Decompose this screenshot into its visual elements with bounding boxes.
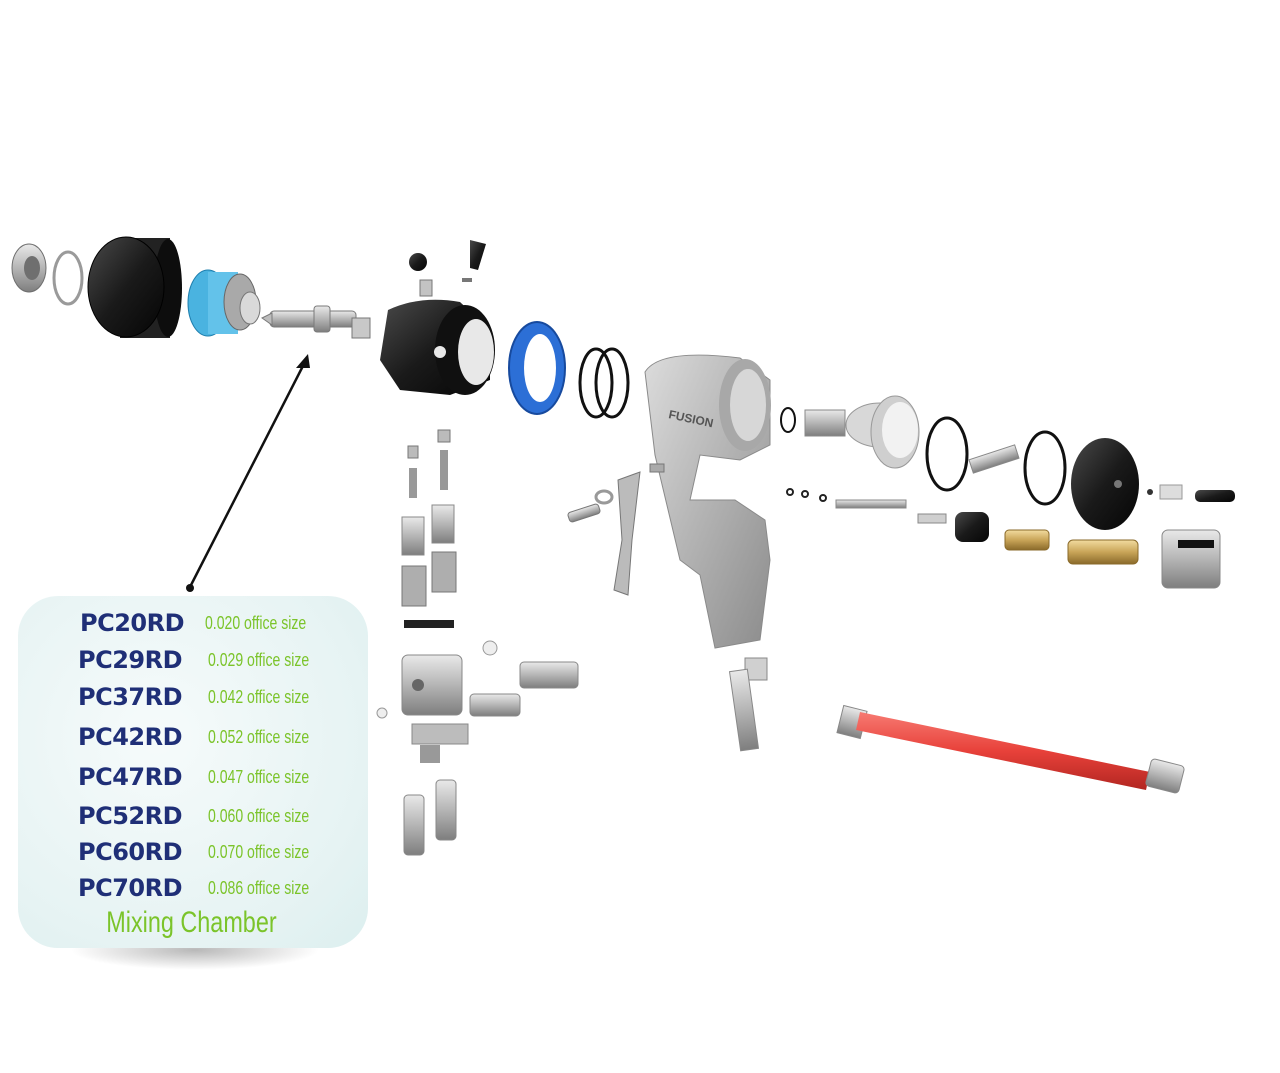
o-ring-rear-1	[925, 416, 969, 492]
legend-row-pc52rd: PC52RD 0.060 office size	[18, 799, 368, 833]
o-ring-rear-2	[1023, 430, 1067, 506]
air-cap-ring	[11, 243, 47, 293]
inlet-fittings	[403, 779, 457, 856]
front-retaining-nut	[87, 236, 182, 338]
check-valve-top	[409, 240, 486, 297]
pointer-line	[188, 359, 308, 588]
trigger-pin	[567, 463, 665, 523]
handle-screw	[728, 657, 768, 752]
legend-row-pc37rd: PC37RD 0.042 office size	[18, 680, 368, 714]
small-o-rings	[786, 488, 827, 502]
legend-model: PC52RD	[78, 802, 183, 830]
o-ring-rear-small	[780, 407, 796, 433]
legend-model: PC60RD	[78, 838, 183, 866]
mixing-chamber-housing	[187, 269, 261, 337]
gun-body: FUSION	[644, 354, 771, 649]
legend-row-pc70rd: PC70RD 0.086 office size	[18, 871, 368, 905]
rear-cap	[1071, 438, 1139, 530]
legend-model: PC47RD	[78, 763, 183, 791]
legend-model: PC70RD	[78, 874, 183, 902]
legend-orifice-size: 0.029 office size	[208, 650, 310, 670]
manifold-block	[376, 640, 579, 719]
ball-valve	[1161, 529, 1221, 589]
fluid-housing	[380, 299, 495, 395]
o-ring-mid-1	[578, 347, 614, 419]
legend-orifice-size: 0.060 office size	[208, 806, 310, 826]
legend-model: PC20RD	[80, 609, 185, 637]
legend-title: Mixing Chamber	[106, 906, 277, 939]
valve-rod-and-spring	[835, 499, 947, 524]
blue-retaining-ring	[508, 321, 566, 415]
legend-model: PC37RD	[78, 683, 183, 711]
legend-row-pc42rd: PC42RD 0.052 office size	[18, 720, 368, 754]
legend-row-pc29rd: PC29RD 0.029 office size	[18, 643, 368, 677]
mixing-chamber-legend: PC20RD 0.020 office size PC29RD 0.029 of…	[18, 596, 368, 948]
legend-orifice-size: 0.047 office size	[208, 767, 310, 787]
legend-orifice-size: 0.052 office size	[208, 727, 310, 747]
o-ring-mid-2	[594, 347, 630, 419]
legend-orifice-size: 0.070 office size	[208, 842, 310, 862]
mixing-chamber	[261, 305, 371, 339]
legend-orifice-size: 0.086 office size	[208, 878, 310, 898]
legend-row-pc20rd: PC20RD 0.020 office size	[18, 606, 368, 640]
o-ring-front	[52, 250, 84, 306]
piston	[804, 395, 920, 469]
brass-fittings	[1004, 529, 1139, 565]
mounting-bracket	[411, 723, 469, 763]
legend-model: PC29RD	[78, 646, 183, 674]
trigger	[613, 471, 641, 596]
key-bar	[968, 444, 1020, 474]
legend-row-pc60rd: PC60RD 0.070 office size	[18, 835, 368, 869]
rear-spring-and-knob	[1147, 484, 1235, 502]
black-fitting	[955, 512, 989, 542]
pointer-dot	[186, 584, 194, 592]
legend-row-pc47rd: PC47RD 0.047 office size	[18, 760, 368, 794]
legend-orifice-size: 0.020 office size	[205, 613, 307, 633]
pointer-arrowhead	[296, 354, 310, 368]
check-valve-assembly	[401, 429, 457, 628]
red-hose	[836, 704, 1185, 794]
legend-model: PC42RD	[78, 723, 183, 751]
legend-orifice-size: 0.042 office size	[208, 687, 310, 707]
